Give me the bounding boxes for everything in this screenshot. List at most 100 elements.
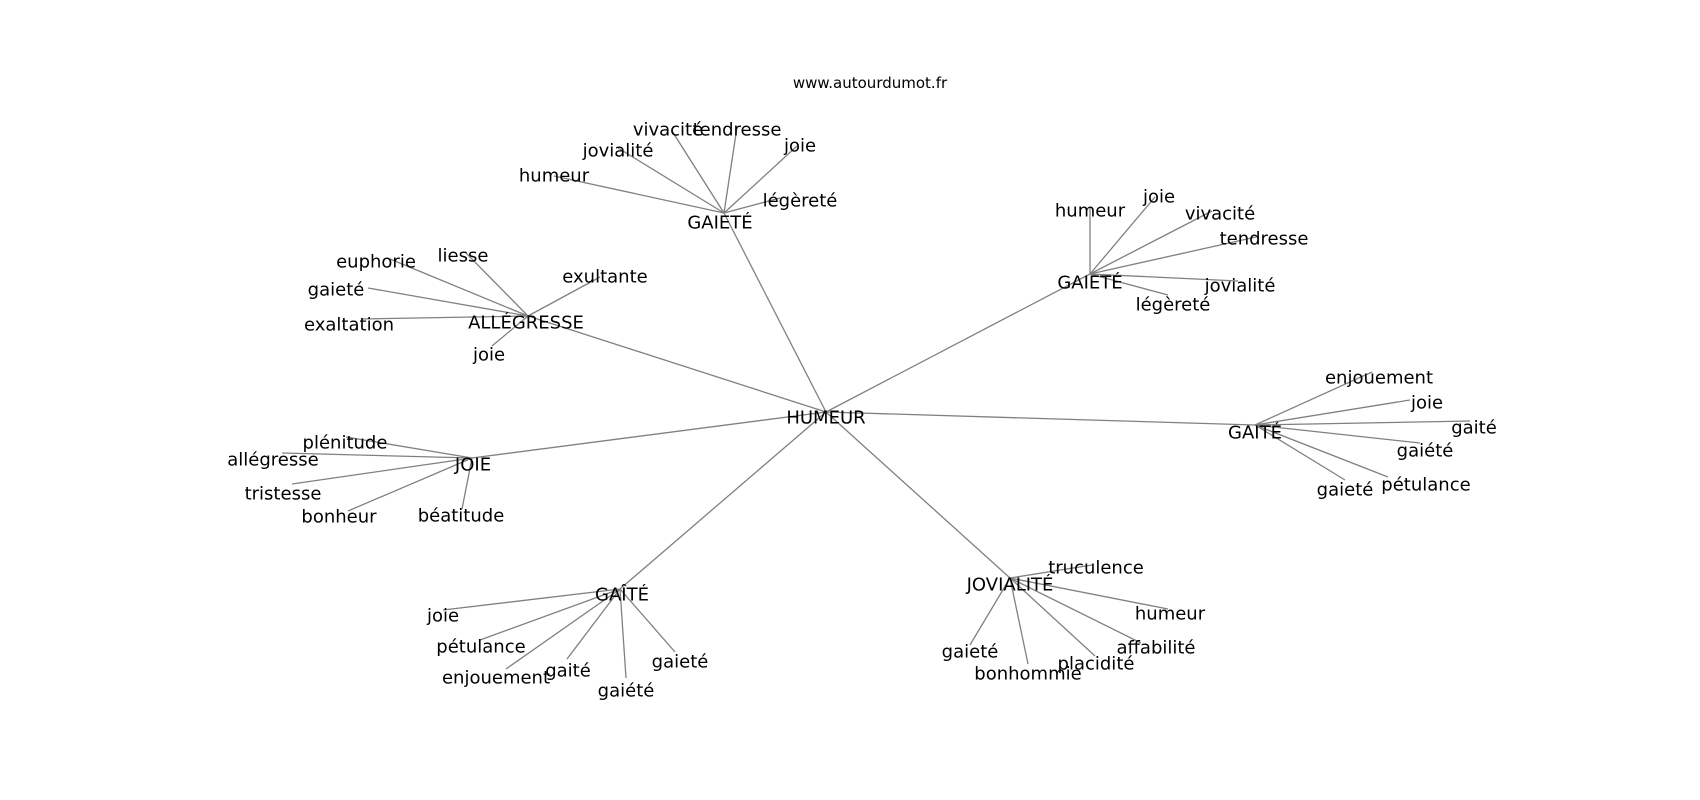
edge-gaite-5-to-joie (442, 588, 621, 611)
edge-gaiete-1-to-joie (1089, 196, 1156, 275)
node-leaf-legerete-1-5: légèreté (1136, 295, 1211, 316)
node-leaf-joie-0-4: joie (783, 136, 816, 157)
labels-layer: HUMEURGAIETÉhumeurjovialitévivacitétendr… (227, 120, 1497, 702)
node-cluster-jovialite-6: JOVIALITÉ (966, 574, 1054, 596)
edge-gaiete-0-to-humeur (553, 175, 725, 214)
node-center-humeur: HUMEUR (786, 408, 865, 429)
node-cluster-gaite-4: GAITÉ (1228, 422, 1282, 444)
edge-center-to-gaiete-0 (723, 212, 827, 413)
node-cluster-allegresse-2: ALLÉGRESSE (468, 312, 584, 334)
node-leaf-gaiete-4-5: gaieté (1317, 480, 1374, 501)
node-leaf-tendresse-0-3: tendresse (693, 120, 782, 141)
edge-joie-3-to-tristesse (291, 457, 473, 485)
node-leaf-gaiete-4-3: gaiété (1397, 441, 1454, 462)
edge-center-to-joie-3 (471, 411, 827, 459)
node-leaf-allegresse-3-1: allégresse (227, 450, 318, 471)
node-cluster-gaite-5: GAÎTÉ (595, 584, 649, 606)
edge-gaiete-0-to-tendresse (723, 126, 738, 214)
node-leaf-bonhommie-6-4: bonhommie (974, 664, 1081, 685)
node-leaf-exultante-2-2: exultante (562, 267, 647, 288)
node-leaf-joie-2-5: joie (472, 345, 505, 366)
node-leaf-euphorie-2-0: euphorie (336, 252, 416, 273)
edge-center-to-gaite-5 (619, 411, 827, 590)
node-leaf-gaiete-5-5: gaieté (652, 652, 709, 673)
edge-allegresse-2-to-gaiete (367, 287, 529, 317)
edge-gaiete-0-to-vivacite (671, 130, 725, 214)
node-leaf-bonheur-3-3: bonheur (301, 507, 377, 528)
edge-joie-3-to-allegresse (281, 452, 473, 459)
edge-joie-3-to-plenitude (345, 436, 473, 459)
edge-gaite-5-to-petulance (479, 588, 621, 641)
node-leaf-petulance-4-4: pétulance (1381, 475, 1470, 496)
node-leaf-joie-4-1: joie (1410, 393, 1443, 414)
edge-gaite-4-to-petulance (1254, 424, 1389, 478)
edge-gaite-4-to-gaiete (1254, 424, 1421, 444)
edge-gaite-4-to-enjouement (1254, 371, 1373, 426)
edge-gaite-4-to-gaiete (1254, 424, 1346, 481)
edge-gaite-4-to-gaite (1254, 420, 1471, 426)
edge-gaiete-0-to-jovialite (617, 147, 725, 214)
edge-gaiete-1-to-jovialite (1089, 273, 1239, 282)
node-leaf-legerete-0-5: légèreté (763, 191, 838, 212)
node-leaf-petulance-5-1: pétulance (436, 637, 525, 658)
node-leaf-placidite-6-3: placidité (1058, 654, 1135, 675)
site-caption: www.autourdumot.fr (793, 74, 948, 92)
edge-center-to-allegresse-2 (527, 315, 827, 413)
node-leaf-truculence-6-0: truculence (1048, 558, 1144, 579)
node-leaf-tendresse-1-3: tendresse (1220, 229, 1309, 250)
edge-gaiete-1-to-tendresse (1089, 236, 1257, 275)
edge-gaite-5-to-gaite (566, 588, 621, 660)
edge-center-to-jovialite-6 (825, 411, 1011, 579)
edge-gaite-4-to-joie (1254, 399, 1411, 426)
edge-allegresse-2-to-euphorie (389, 258, 529, 317)
edge-jovialite-6-to-placidite (1009, 577, 1096, 657)
edge-allegresse-2-to-exaltation (360, 315, 529, 320)
edge-gaiete-0-to-legerete (723, 197, 781, 214)
node-leaf-vivacite-1-2: vivacité (1185, 204, 1255, 225)
node-leaf-humeur-6-1: humeur (1135, 604, 1206, 625)
node-leaf-joie-1-1: joie (1142, 187, 1175, 208)
edge-allegresse-2-to-liesse (465, 252, 529, 317)
edge-jovialite-6-to-affabilite (1009, 577, 1142, 644)
edge-joie-3-to-beatitude (461, 457, 473, 510)
node-leaf-gaiete-6-5: gaieté (942, 642, 999, 663)
edge-gaite-5-to-enjouement (505, 588, 621, 670)
node-leaf-vivacite-0-2: vivacité (633, 120, 703, 141)
edge-allegresse-2-to-exultante (527, 276, 601, 317)
node-leaf-exaltation-2-4: exaltation (304, 315, 394, 336)
node-leaf-enjouement-4-0: enjouement (1325, 368, 1433, 389)
edges-layer (281, 126, 1471, 679)
node-leaf-tristesse-3-2: tristesse (245, 484, 322, 505)
node-cluster-gaiete-0: GAIETÉ (687, 212, 752, 234)
node-leaf-gaiete-2-3: gaieté (308, 280, 365, 301)
node-leaf-gaiete-5-4: gaiété (598, 681, 655, 702)
node-cluster-joie-3: JOIE (454, 455, 491, 476)
node-leaf-enjouement-5-2: enjouement (442, 668, 550, 689)
edge-allegresse-2-to-joie (491, 315, 529, 347)
node-leaf-gaite-4-2: gaité (1451, 418, 1497, 439)
edge-center-to-gaiete-1 (825, 273, 1091, 413)
edge-jovialite-6-to-humeur (1009, 577, 1169, 610)
node-leaf-jovialite-1-4: jovialité (1204, 276, 1276, 297)
edge-gaite-5-to-gaiete (619, 588, 676, 653)
edge-jovialite-6-to-gaiete (969, 577, 1011, 646)
node-leaf-gaite-5-3: gaité (545, 661, 591, 682)
edge-joie-3-to-bonheur (347, 457, 473, 512)
node-leaf-humeur-1-0: humeur (1055, 201, 1126, 222)
edge-gaiete-0-to-joie (723, 145, 798, 214)
node-leaf-humeur-0-0: humeur (519, 166, 590, 187)
node-leaf-joie-5-0: joie (426, 606, 459, 627)
edge-gaiete-1-to-vivacite (1089, 210, 1213, 275)
node-cluster-gaiete-1: GAIETÉ (1057, 272, 1122, 294)
edge-gaiete-1-to-legerete (1089, 273, 1169, 296)
node-leaf-beatitude-3-4: béatitude (418, 506, 505, 527)
edge-jovialite-6-to-truculence (1009, 564, 1093, 579)
edge-center-to-gaite-4 (825, 411, 1256, 426)
node-leaf-jovialite-0-1: jovialité (582, 141, 654, 162)
edge-gaite-5-to-gaiete (619, 588, 627, 679)
node-leaf-affabilite-6-2: affabilité (1116, 638, 1195, 659)
edge-jovialite-6-to-bonhommie (1009, 577, 1029, 665)
node-leaf-liesse-2-1: liesse (438, 246, 489, 267)
node-leaf-plenitude-3-0: plénitude (303, 433, 388, 454)
